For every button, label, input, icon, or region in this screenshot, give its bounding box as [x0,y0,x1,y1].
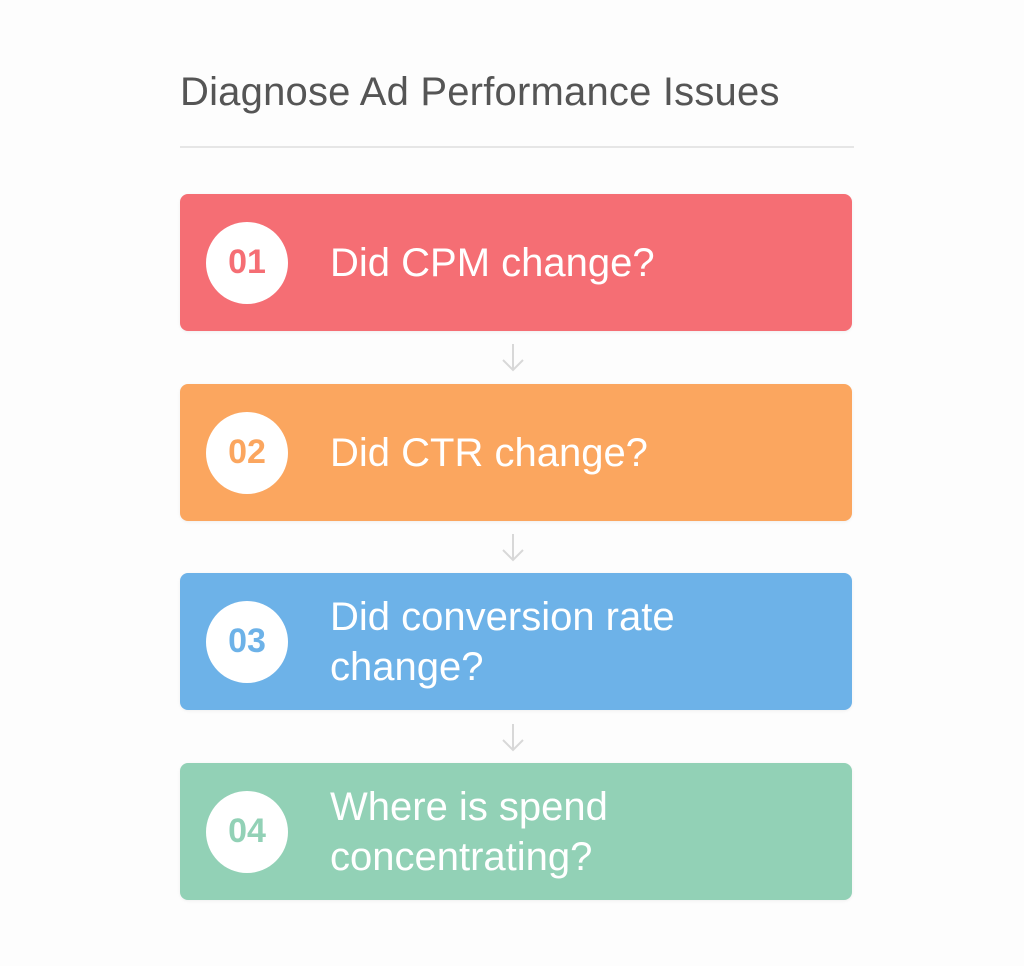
step-number-badge: 02 [206,411,288,494]
step-4: 04 Where is spend concentrating? [180,763,852,900]
page-title: Diagnose Ad Performance Issues [180,70,780,114]
arrow-down-icon [502,534,524,562]
step-number-badge: 01 [206,221,288,304]
step-label: Where is spend concentrating? [330,784,608,879]
step-number-badge: 04 [206,790,288,873]
title-divider [180,146,854,148]
step-label: Did CPM change? [330,240,655,285]
arrow-down-icon [502,724,524,752]
step-3: 03 Did conversion rate change? [180,573,852,710]
step-2: 02 Did CTR change? [180,384,852,521]
step-label: Did conversion rate change? [330,594,675,689]
step-number-badge: 03 [206,600,288,683]
step-1: 01 Did CPM change? [180,194,852,331]
arrow-down-icon [502,344,524,372]
step-label: Did CTR change? [330,430,648,475]
